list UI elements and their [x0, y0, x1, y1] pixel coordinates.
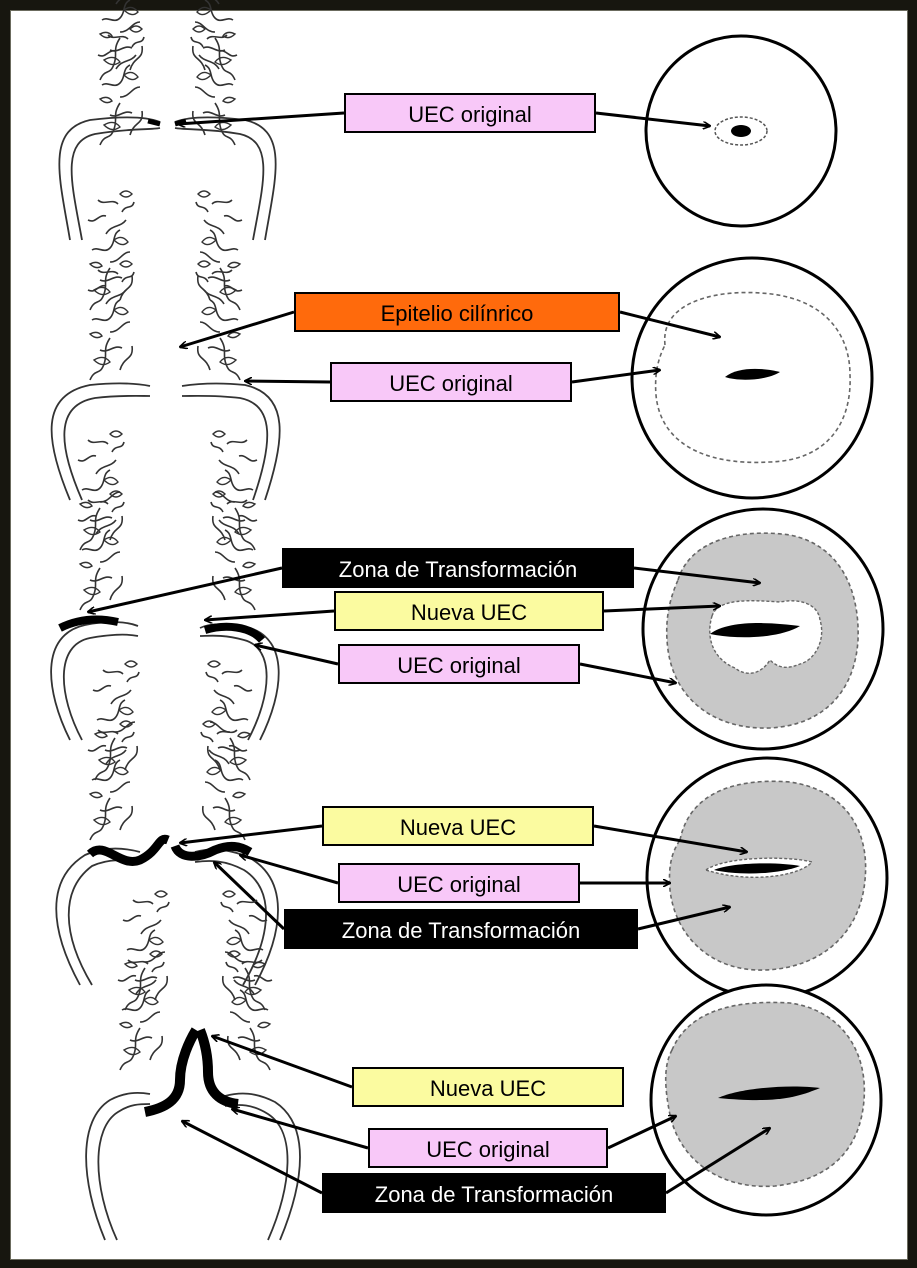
stage2-uec-original-label: UEC original: [330, 362, 572, 402]
stage3-cervix: [51, 431, 279, 740]
stage5-uec-original-label: UEC original: [368, 1128, 608, 1168]
stage2-epitelio-cilindrico-label: Epitelio cilínrico: [294, 292, 620, 332]
stage3-nueva-uec-label: Nueva UEC: [334, 591, 604, 631]
stage3-uec-original-label: UEC original: [338, 644, 580, 684]
stage4-zona-transformacion-label: Zona de Transformación: [284, 909, 638, 949]
stage5-cervix: [86, 891, 300, 1240]
stage3-colposcopy-view: [643, 509, 883, 749]
stage4-uec-original-label: UEC original: [338, 863, 580, 903]
stage1-uec-original-label: UEC original: [344, 93, 596, 133]
stage4-nueva-uec-label: Nueva UEC: [322, 806, 594, 846]
stage2-cervix: [52, 191, 280, 500]
stage3-zona-transformacion-label: Zona de Transformación: [282, 548, 634, 588]
stage5-nueva-uec-label: Nueva UEC: [352, 1067, 624, 1107]
stage4-cervix: [56, 661, 278, 985]
stage5-zona-transformacion-label: Zona de Transformación: [322, 1173, 666, 1213]
stage1-colposcopy-view: [646, 36, 836, 226]
stage2-colposcopy-view: [632, 258, 872, 498]
stage4-colposcopy-view: [647, 758, 887, 998]
